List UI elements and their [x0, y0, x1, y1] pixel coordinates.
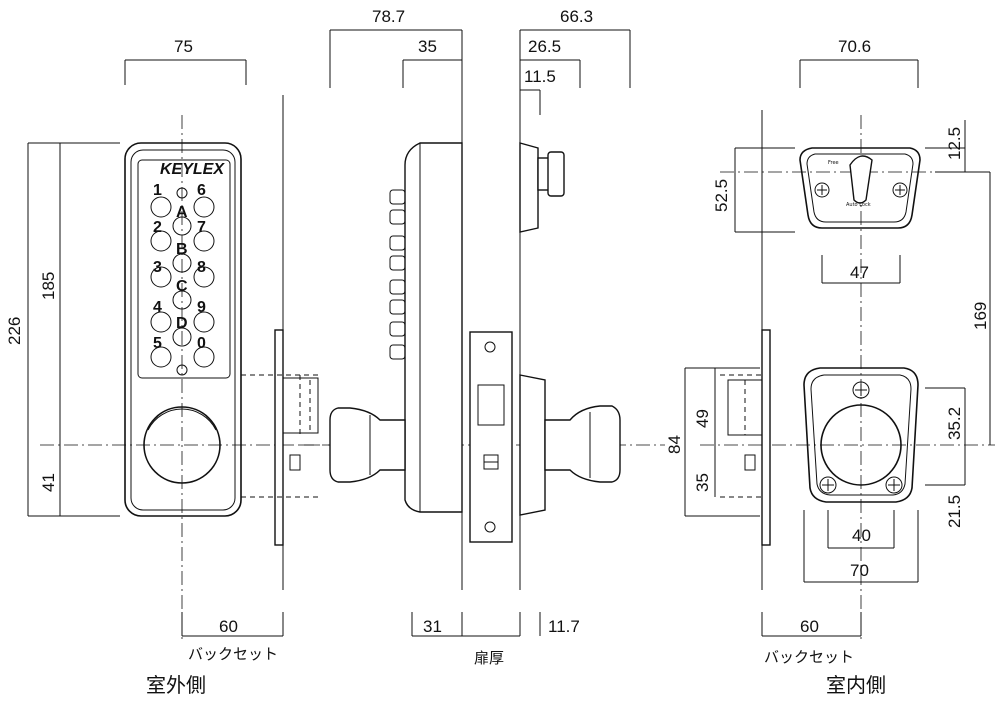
brand-logo: KEYLEX — [160, 161, 225, 178]
keypad-key — [150, 230, 172, 252]
keypad-key — [150, 346, 172, 368]
key-label: 3 — [153, 259, 162, 276]
key-label: A — [176, 204, 188, 221]
keypad-panel — [137, 159, 231, 379]
dim-height-226: 226 — [5, 317, 24, 345]
thumbturn-icon — [849, 155, 873, 204]
label-free: Free — [828, 160, 839, 166]
dim-49: 49 — [693, 409, 712, 428]
key-label: D — [176, 315, 188, 332]
keypad-left-column: 1 2 3 4 5 — [150, 182, 172, 368]
dim-35: 35 — [418, 37, 437, 56]
key-label: 7 — [197, 219, 206, 236]
clear-icon — [176, 364, 188, 376]
dim-66-3: 66.3 — [560, 7, 593, 26]
indoor-knob — [820, 404, 902, 486]
dim-41: 41 — [39, 473, 58, 492]
key-label: 4 — [153, 299, 162, 316]
thumbturn-plate — [799, 147, 921, 229]
dim-11-7: 11.7 — [548, 617, 580, 636]
outdoor-escutcheon — [124, 142, 242, 517]
keypad-key — [193, 266, 215, 288]
dim-width-75: 75 — [174, 37, 193, 56]
key-label: 2 — [153, 219, 162, 236]
indoor-knob-side — [544, 405, 621, 483]
screw-icon — [892, 182, 908, 198]
dim-185: 185 — [39, 272, 58, 300]
dim-78-7: 78.7 — [372, 7, 405, 26]
screw-icon — [814, 182, 830, 198]
label-backset: バックセット — [188, 645, 278, 663]
label-backset-inner: バックセット — [764, 648, 854, 666]
face-plate — [274, 329, 284, 546]
keypad-key — [193, 196, 215, 218]
lock-body — [469, 331, 513, 543]
label-indoor-side: 室内側 — [826, 673, 886, 697]
dim-47: 47 — [850, 263, 869, 282]
dim-31: 31 — [423, 617, 442, 636]
thumbturn-side — [547, 151, 565, 197]
label-door-thickness: 扉厚 — [474, 649, 504, 667]
key-label: 8 — [197, 259, 206, 276]
keypad-key — [150, 311, 172, 333]
dim-70-6: 70.6 — [838, 37, 871, 56]
key-label: B — [176, 241, 188, 258]
dim-backset-60-inner: 60 — [800, 617, 819, 636]
keypad-key — [193, 346, 215, 368]
outdoor-front-view: KEYLEX 1 2 3 4 5 6 7 8 9 0 — [5, 37, 335, 697]
dim-35-inner: 35 — [693, 473, 712, 492]
dim-backset-60: 60 — [219, 617, 238, 636]
keypad-key — [172, 327, 192, 347]
dim-84: 84 — [665, 435, 684, 454]
key-label: 0 — [197, 335, 206, 352]
side-view: 78.7 35 66.3 26.5 11.5 31 11.7 扉厚 — [300, 7, 665, 667]
dim-52-5: 52.5 — [712, 179, 731, 212]
outdoor-knob — [143, 406, 221, 484]
keypad-center-column: A B C D — [172, 187, 192, 376]
outdoor-knob-side — [329, 407, 406, 483]
dim-12-5: 12.5 — [945, 127, 964, 160]
dim-70: 70 — [850, 561, 869, 580]
indoor-rose-side — [519, 374, 546, 516]
keypad-key — [172, 216, 192, 236]
keypad-right-column: 6 7 8 9 0 — [193, 182, 215, 368]
dim-35-2: 35.2 — [945, 407, 964, 440]
keypad-key — [193, 230, 215, 252]
label-auto-lock: Auto Lock — [846, 202, 871, 208]
screw-icon — [885, 476, 903, 494]
indoor-face-plate — [761, 329, 771, 546]
key-label: 6 — [197, 182, 206, 199]
outdoor-housing-side — [404, 142, 463, 513]
keypad-key — [193, 311, 215, 333]
dim-169: 169 — [971, 302, 990, 330]
screw-icon — [852, 381, 870, 399]
keypad-key — [172, 290, 192, 310]
key-label: 1 — [153, 182, 162, 199]
indoor-view: Free Auto Lock 70.6 52.5 12.5 169 47 — [665, 37, 995, 697]
lock-icon — [176, 187, 188, 199]
dim-21-5: 21.5 — [945, 495, 964, 528]
screw-icon — [819, 476, 837, 494]
dim-40: 40 — [852, 526, 871, 545]
dim-11-5: 11.5 — [524, 67, 556, 86]
keypad-key — [150, 266, 172, 288]
dim-26-5: 26.5 — [528, 37, 561, 56]
label-outdoor-side: 室外側 — [146, 673, 206, 697]
indoor-knob-rose — [803, 367, 919, 503]
keys-profile — [389, 189, 406, 360]
key-label: 9 — [197, 299, 206, 316]
keypad-key — [172, 253, 192, 273]
key-label: C — [176, 278, 188, 295]
key-label: 5 — [153, 335, 162, 352]
indoor-thumbturn-base — [519, 142, 539, 233]
keypad-key — [150, 196, 172, 218]
